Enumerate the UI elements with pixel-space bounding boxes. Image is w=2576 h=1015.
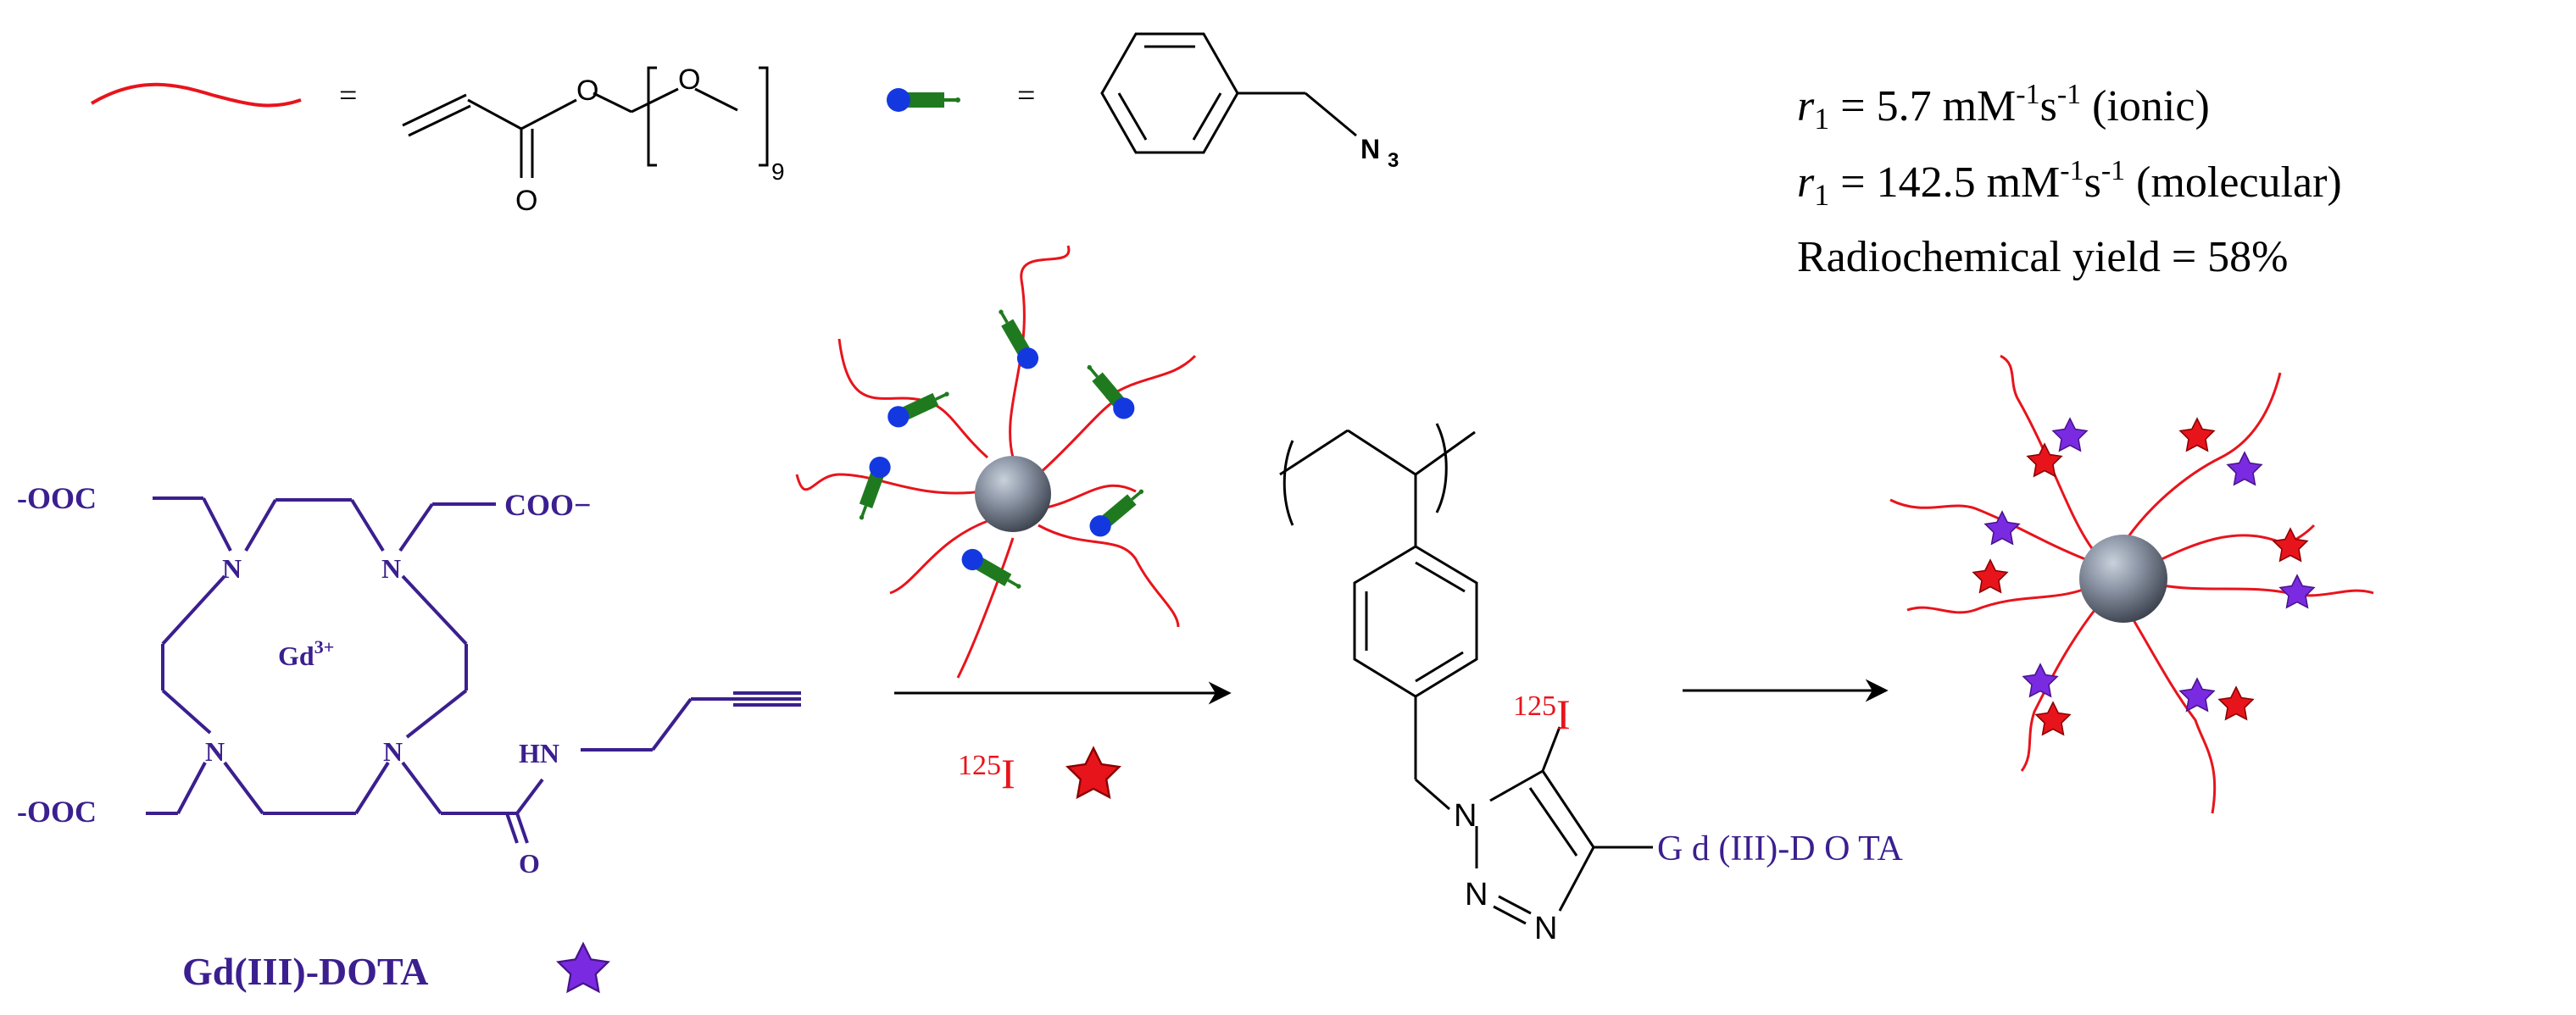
azide-subscript: 3 — [1388, 149, 1399, 172]
triazole-n1: N — [1454, 798, 1477, 834]
iodine-star-icon — [2273, 528, 2308, 562]
acrylate-peg-structure — [402, 66, 769, 178]
iodine-star-icon — [2218, 686, 2254, 720]
iodine-star-icon — [2035, 702, 2071, 735]
legend-equals-1: = — [339, 78, 357, 114]
labeled-nanoparticle — [1889, 354, 2374, 814]
azide-nanoparticle — [795, 245, 1197, 679]
ether-oxygen-label: O — [678, 64, 700, 96]
iodine-star-icon — [2179, 418, 2215, 452]
benzyl-azide-structure — [1100, 32, 1357, 154]
triazole-n2: N — [1465, 877, 1488, 912]
relaxivity-ionic-line: r1 = 5.7 mM-1s-1 (ionic) — [1797, 79, 2210, 136]
labeled-nanoparticle-core — [2079, 535, 2167, 623]
amide-oxygen-label: O — [519, 848, 540, 879]
gd-dota-star-icon — [557, 942, 609, 993]
gd-dota-structure: -OOC COO− -OOC N N N N Gd3+ HN O Gd(III)… — [17, 481, 801, 993]
polymer-chain-legend-icon — [90, 82, 302, 108]
legend: = O O O 9 = — [90, 32, 1399, 217]
gd-dota-star-icon — [2022, 663, 2058, 697]
nanoparticle-core — [975, 456, 1051, 532]
gd-dota-star-icon — [1984, 511, 2020, 545]
azide-tag-legend-icon — [885, 86, 962, 114]
ring-nitrogen-bl: N — [205, 736, 225, 767]
amide-nh-label: HN — [519, 738, 559, 768]
ester-oxygen-label: O — [576, 75, 598, 107]
gd-dota-star-icon — [2279, 574, 2315, 608]
relaxivity-molecular-line: r1 = 142.5 mM-1s-1 (molecular) — [1797, 155, 2342, 212]
ring-nitrogen-br: N — [383, 736, 403, 767]
gadolinium-ion: Gd3+ — [278, 636, 334, 671]
reagent-iodine-label: 125I — [958, 750, 1015, 797]
triazole-n3: N — [1534, 911, 1557, 946]
product-gd-dota-label: G d (III)-D O TA — [1657, 829, 1903, 868]
iodine-star-icon — [1972, 559, 2008, 593]
repeat-unit-count: 9 — [771, 158, 785, 185]
ring-nitrogen-tr: N — [381, 553, 401, 584]
ring-nitrogen-tl: N — [222, 553, 242, 584]
triazole-product-structure: 125I N N N G d (III)-D O TA — [1279, 423, 1903, 946]
gd-dota-star-icon — [2227, 452, 2262, 485]
acetate-bottom-left: -OOC — [17, 795, 97, 829]
product-iodine-label: 125I — [1513, 691, 1571, 738]
azide-n-label: N — [1360, 134, 1380, 164]
gd-dota-caption: Gd(III)-DOTA — [182, 950, 429, 993]
acetate-top-right: COO− — [504, 488, 592, 522]
radiochemical-yield-line: Radiochemical yield = 58% — [1797, 233, 2289, 281]
iodine-star-icon — [1066, 746, 1121, 799]
legend-equals-2: = — [1017, 78, 1035, 114]
acetate-top-left: -OOC — [17, 481, 97, 515]
iodine-star-icon — [2027, 443, 2062, 477]
carbonyl-oxygen-label: O — [515, 185, 537, 217]
gd-dota-star-icon — [2052, 418, 2088, 452]
relaxivity-properties: r1 = 5.7 mM-1s-1 (ionic) r1 = 142.5 mM-1… — [1797, 79, 2342, 281]
